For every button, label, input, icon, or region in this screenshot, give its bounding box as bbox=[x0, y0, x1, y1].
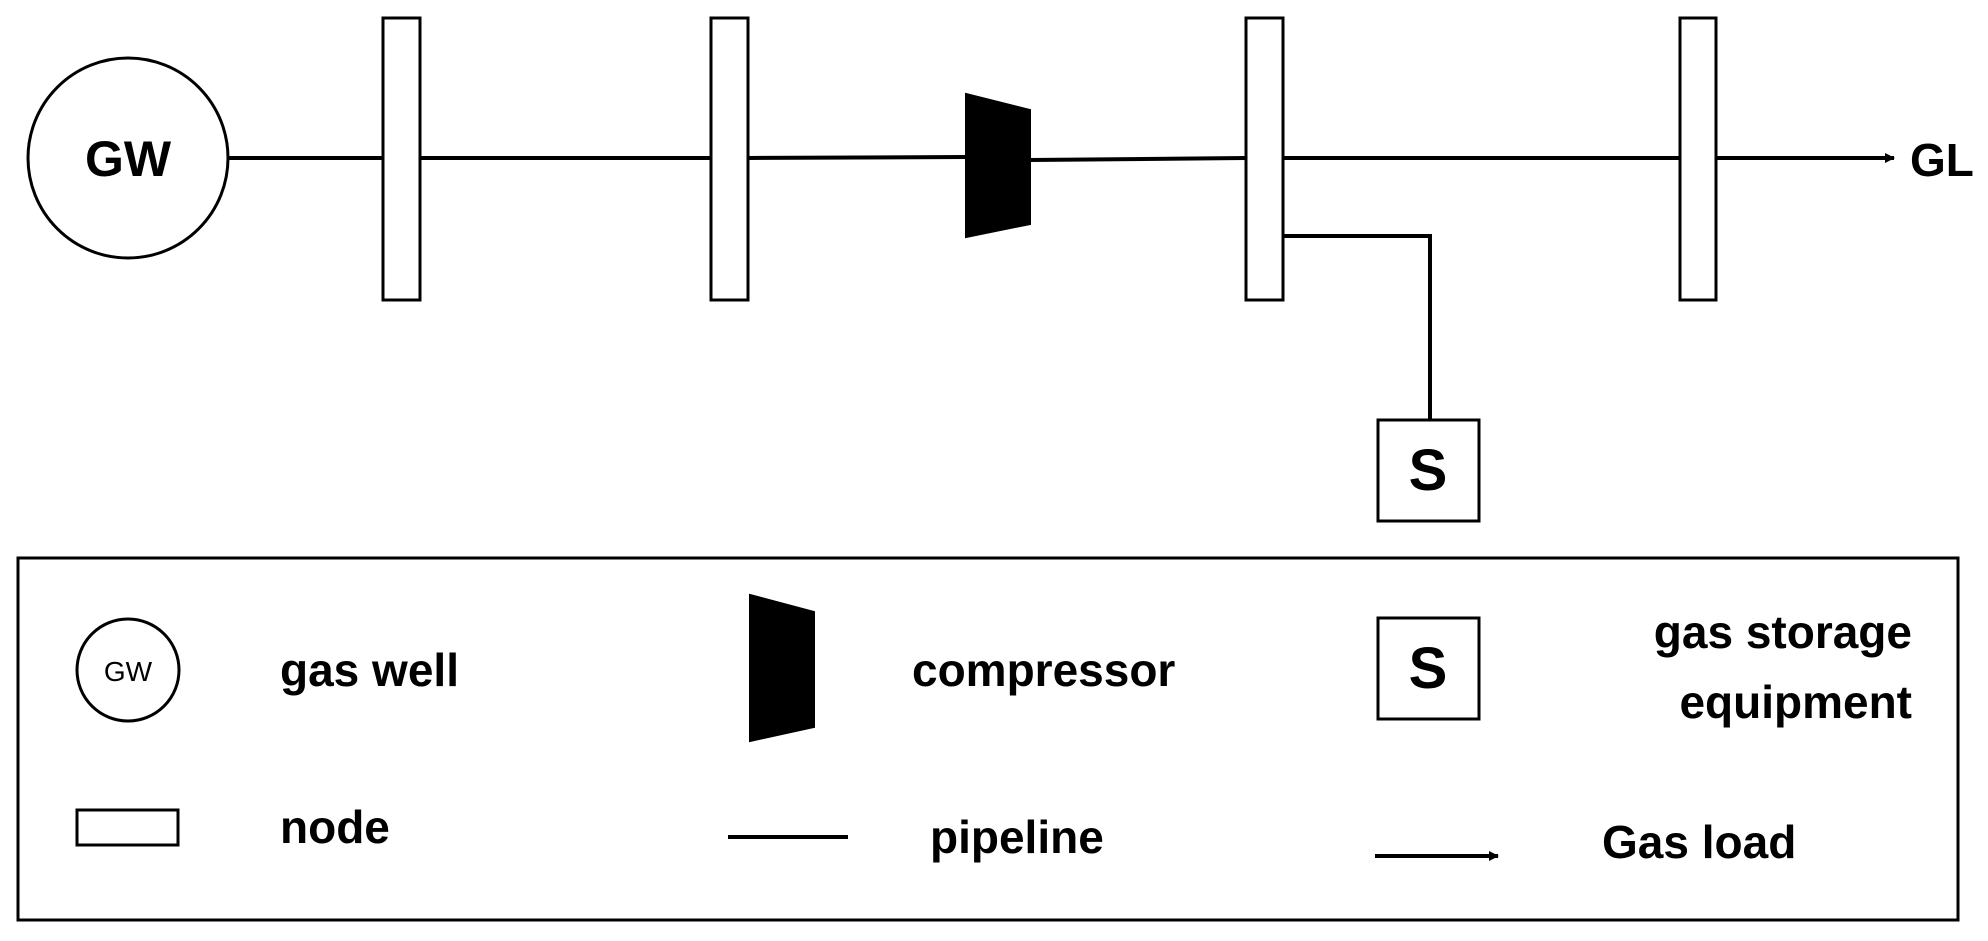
node-1 bbox=[381, 16, 422, 302]
legend: GW gas well node compressor pipeline S g… bbox=[16, 556, 1960, 922]
legend-node-icon bbox=[75, 808, 180, 847]
compressor bbox=[965, 92, 1031, 239]
legend-storage-icon-label: S bbox=[1409, 636, 1448, 701]
legend-compressor-text: compressor bbox=[912, 644, 1175, 696]
node-3 bbox=[1244, 16, 1285, 302]
legend-compressor-icon bbox=[749, 593, 815, 743]
gas-well bbox=[26, 56, 230, 260]
legend-gas-well-text: gas well bbox=[280, 644, 459, 696]
pipeline-compressor-node3 bbox=[1029, 156, 1247, 162]
node-2 bbox=[709, 16, 750, 302]
legend-storage-text-line1: gas storage bbox=[1654, 606, 1912, 658]
gas-well-label: GW bbox=[85, 131, 172, 187]
gas-storage-label: S bbox=[1409, 438, 1448, 503]
legend-storage-text-line2: equipment bbox=[1679, 676, 1912, 728]
node-4 bbox=[1678, 16, 1718, 302]
legend-gas-well-icon-label: GW bbox=[104, 656, 153, 687]
gas-storage bbox=[1376, 418, 1481, 523]
legend-storage-icon bbox=[1376, 616, 1481, 721]
legend-gas-well-icon bbox=[75, 617, 181, 723]
pipeline-node2-compressor bbox=[747, 155, 967, 160]
legend-node-text: node bbox=[280, 801, 390, 853]
legend-pipeline-text: pipeline bbox=[930, 811, 1104, 863]
network: GW GL S bbox=[26, 16, 1974, 523]
legend-frame bbox=[16, 556, 1960, 922]
gas-load-label: GL bbox=[1910, 134, 1974, 186]
pipeline-node3-storage bbox=[1283, 234, 1432, 420]
legend-gas-load-text: Gas load bbox=[1602, 816, 1796, 868]
